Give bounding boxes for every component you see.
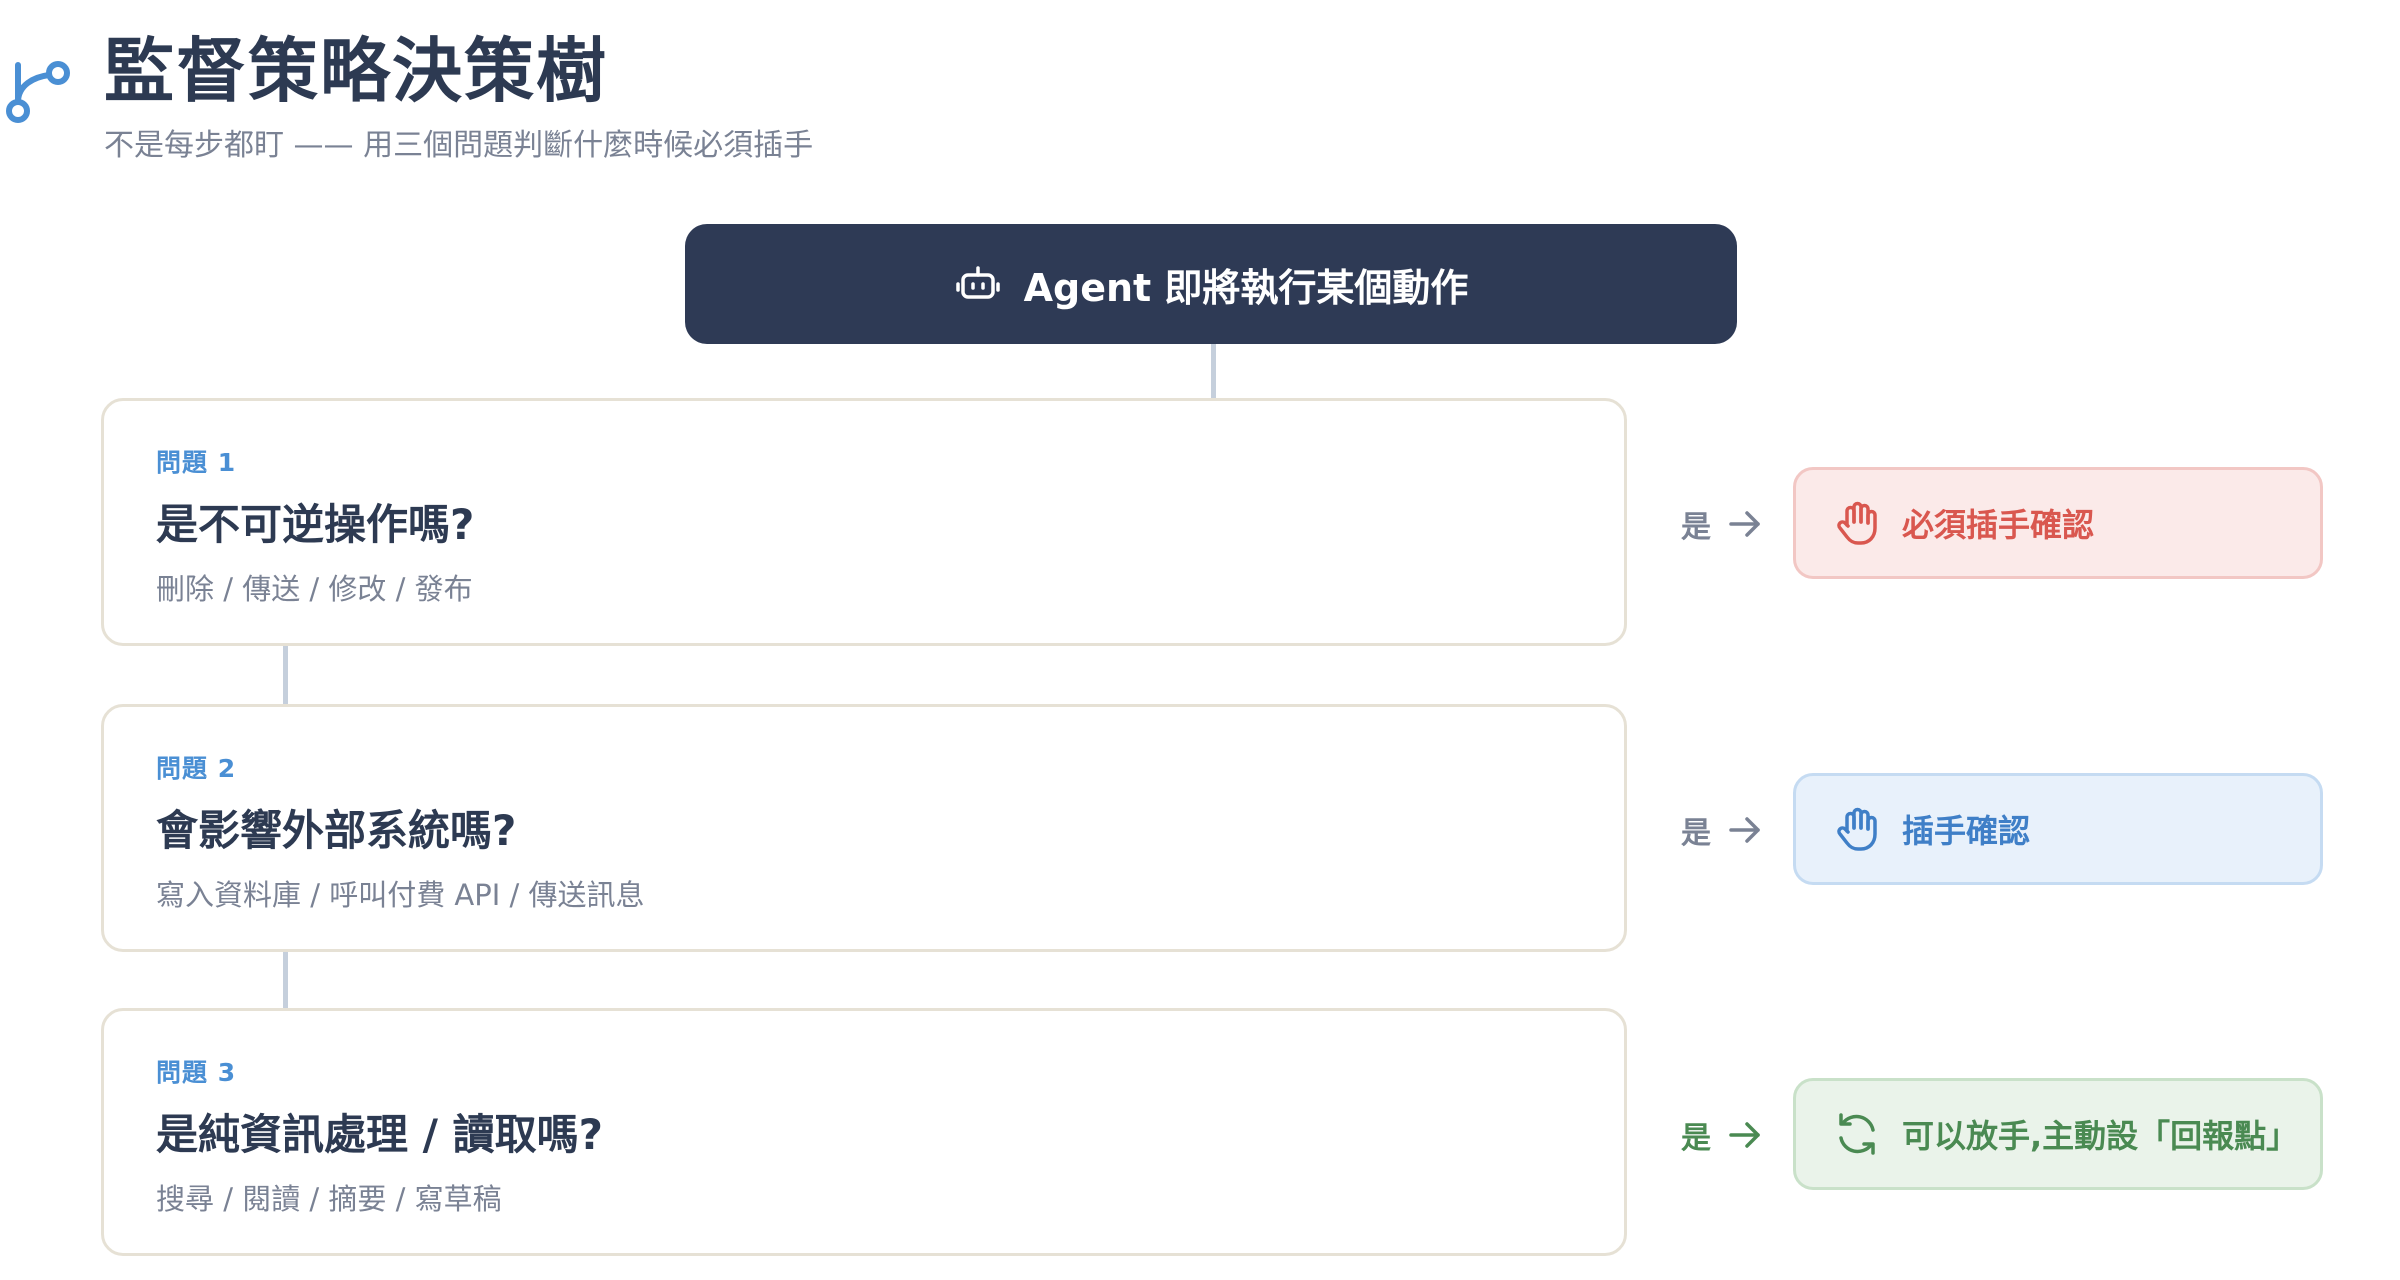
outcome-label: 必須插手確認 <box>1902 506 2095 544</box>
question-number: 問題 3 <box>156 1058 237 1087</box>
connector-q2-q3 <box>283 952 288 1008</box>
hand-icon <box>1837 501 1877 545</box>
question-card-1: 問題 1 是不可逆操作嗎? 刪除 / 傳送 / 修改 / 發布 <box>101 398 1627 646</box>
hand-icon <box>1837 807 1877 851</box>
arrow-right-icon <box>1729 1122 1760 1148</box>
question-text: 是純資訊處理 / 讀取嗎? <box>156 1110 603 1159</box>
question-examples: 刪除 / 傳送 / 修改 / 發布 <box>156 572 473 606</box>
question-number: 問題 2 <box>156 754 237 783</box>
yes-label: 是 <box>1681 510 1711 545</box>
branch-icon <box>6 61 70 123</box>
yes-label: 是 <box>1681 1121 1711 1156</box>
outcome-label: 插手確認 <box>1902 812 2031 850</box>
question-card-2: 問題 2 會影響外部系統嗎? 寫入資料庫 / 呼叫付費 API / 傳送訊息 <box>101 704 1627 952</box>
robot-icon <box>955 266 1000 299</box>
question-card-3: 問題 3 是純資訊處理 / 讀取嗎? 搜尋 / 閱讀 / 摘要 / 寫草稿 <box>101 1008 1627 1256</box>
page-title: 監督策略決策樹 <box>104 30 608 112</box>
yes-label: 是 <box>1681 816 1711 851</box>
outcome-must-intervene: 必須插手確認 <box>1793 467 2323 579</box>
yes-arrow-1: 是 <box>1681 502 1765 546</box>
start-label: Agent 即將執行某個動作 <box>1023 265 1469 310</box>
question-examples: 寫入資料庫 / 呼叫付費 API / 傳送訊息 <box>156 878 645 912</box>
outcome-let-go: 可以放手,主動設「回報點」 <box>1793 1078 2323 1190</box>
connector-start <box>1211 344 1216 398</box>
yes-arrow-2: 是 <box>1681 808 1765 852</box>
question-text: 是不可逆操作嗎? <box>156 500 475 549</box>
outcome-label: 可以放手,主動設「回報點」 <box>1902 1117 2299 1155</box>
page-subtitle: 不是每步都盯 —— 用三個問題判斷什麼時候必須插手 <box>104 128 814 163</box>
connector-q1-q2 <box>283 646 288 704</box>
outcome-intervene: 插手確認 <box>1793 773 2323 885</box>
question-examples: 搜尋 / 閱讀 / 摘要 / 寫草稿 <box>156 1182 502 1216</box>
arrow-right-icon <box>1729 817 1760 843</box>
refresh-icon <box>1839 1113 1875 1155</box>
question-number: 問題 1 <box>156 448 237 477</box>
yes-arrow-3: 是 <box>1681 1113 1765 1157</box>
start-node: Agent 即將執行某個動作 <box>685 224 1737 344</box>
question-text: 會影響外部系統嗎? <box>156 806 517 855</box>
arrow-right-icon <box>1729 511 1760 537</box>
